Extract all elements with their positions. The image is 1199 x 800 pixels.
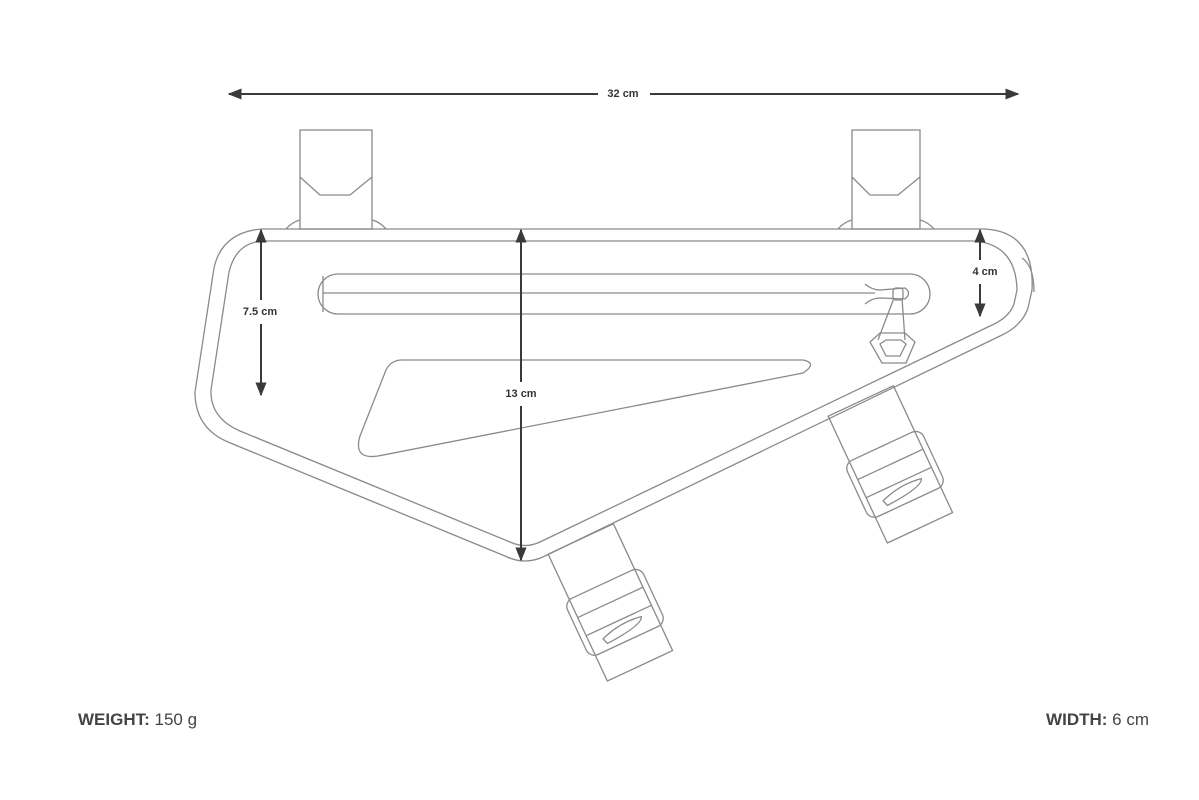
zipper (317, 273, 931, 315)
width-value: 6 cm (1112, 710, 1149, 729)
width-label: WIDTH: (1046, 710, 1108, 729)
front-height-label: 7.5 cm (239, 304, 281, 320)
bag-outline (194, 228, 1033, 562)
top-strap-right (837, 129, 935, 230)
zipper-pull[interactable] (869, 297, 916, 364)
weight-label: WEIGHT: (78, 710, 150, 729)
width-spec: WIDTH: 6 cm (1046, 710, 1149, 730)
top-strap-left (285, 129, 387, 230)
weight-spec: WEIGHT: 150 g (78, 710, 197, 730)
window-panel (357, 359, 812, 458)
bottom-strap-left (542, 520, 679, 685)
bottom-strap-right (822, 382, 959, 547)
weight-value: 150 g (154, 710, 198, 729)
length-label: 32 cm (604, 86, 642, 102)
max-height-label: 13 cm (502, 386, 540, 402)
rear-height-label: 4 cm (969, 264, 1001, 280)
bag-inner-seam (210, 240, 1018, 547)
